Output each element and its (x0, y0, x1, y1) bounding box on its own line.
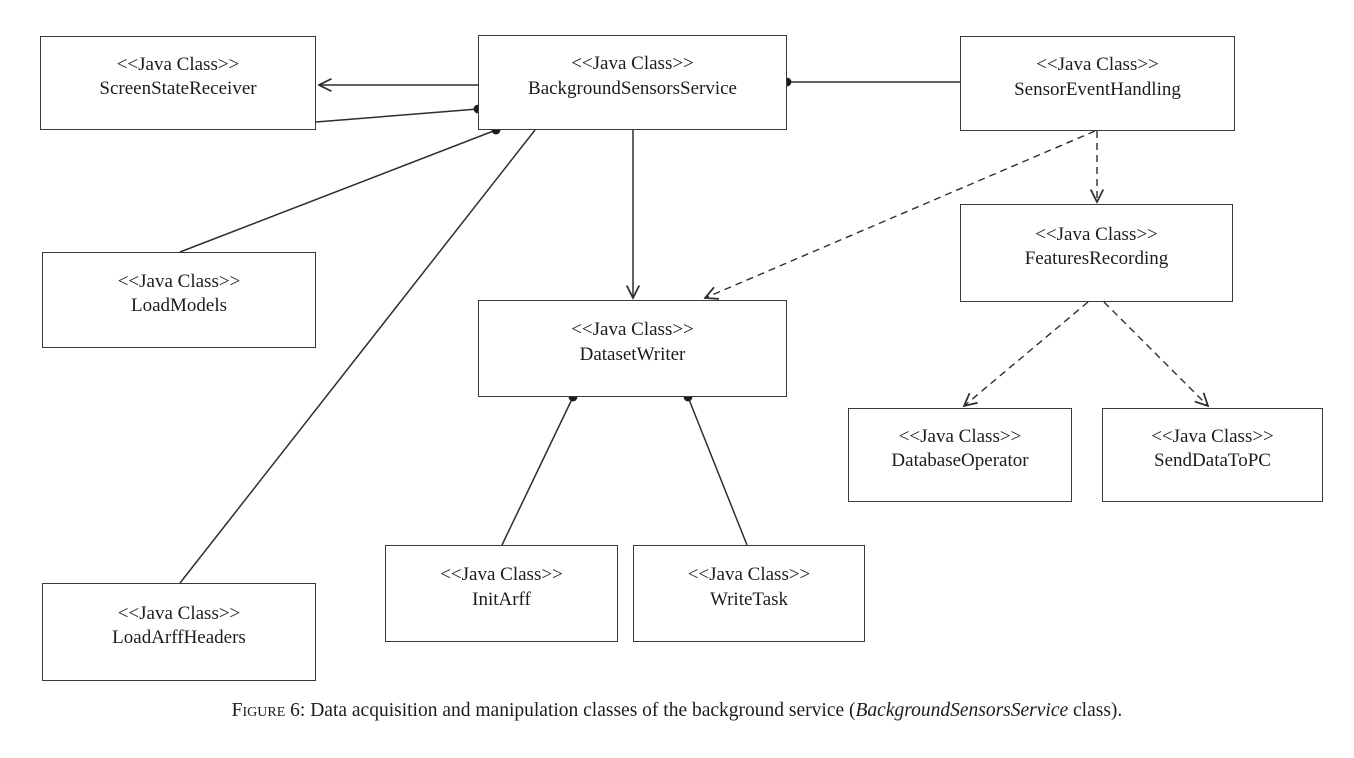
class-name: FeaturesRecording (1024, 248, 1169, 269)
class-name: SensorEventHandling (1014, 78, 1181, 100)
figure-label: Figure 6: (231, 700, 306, 721)
class-stereotype: <<Java Class>> (440, 564, 563, 586)
class-box-loadmodels: <<Java Class>> LoadModels (42, 252, 316, 348)
class-box-initarff: <<Java Class>> InitArff (385, 545, 618, 642)
edge-seh-to-datasetwriter-dashed-arrow (705, 130, 1096, 298)
class-box-sensoreventhandling: <<Java Class>> SensorEventHandling (960, 36, 1235, 131)
caption-emphasis: BackgroundSensorsService (855, 700, 1069, 721)
figure-caption: Figure 6: Data acquisition and manipulat… (0, 700, 1354, 722)
edge-fr-to-senddatatopc-dashed-arrow (1103, 301, 1208, 406)
class-name: WriteTask (709, 588, 789, 610)
class-stereotype: <<Java Class>> (687, 564, 811, 586)
class-box-screenstatereceiver: <<Java Class>> ScreenStateReceiver (40, 36, 316, 130)
edge-bss-to-loadmodels-dot (179, 125, 501, 253)
class-stereotype: <<Java Class>> (117, 270, 241, 292)
edge-bss-to-loadarffheaders (179, 129, 536, 584)
class-stereotype: <<Java Class>> (571, 53, 694, 75)
class-stereotype: <<Java Class>> (898, 425, 1022, 447)
class-box-writetask: <<Java Class>> WriteTask (633, 545, 865, 642)
edge-dw-to-initarff-dot (501, 392, 578, 546)
class-stereotype: <<Java Class>> (116, 53, 240, 75)
class-box-databaseoperator: <<Java Class>> DatabaseOperator (848, 408, 1072, 502)
class-stereotype: <<Java Class>> (1035, 223, 1158, 245)
class-stereotype: <<Java Class>> (571, 319, 694, 341)
class-name: DatabaseOperator (891, 450, 1029, 471)
class-name: ScreenStateReceiver (99, 78, 257, 99)
class-name: DatasetWriter (579, 343, 686, 365)
class-box-senddatatopc: <<Java Class>> SendDataToPC (1102, 408, 1323, 502)
caption-text-after: class). (1068, 700, 1123, 721)
class-stereotype: <<Java Class>> (1151, 425, 1274, 447)
class-stereotype: <<Java Class>> (117, 602, 241, 624)
class-name: InitArff (472, 588, 531, 610)
edge-dw-to-writetask-dot (683, 392, 748, 546)
class-name: BackgroundSensorsService (528, 77, 737, 99)
edge-bss-to-screenstatereceiver-dot (315, 104, 483, 123)
class-name: LoadArffHeaders (112, 627, 246, 648)
class-name: LoadModels (130, 295, 228, 316)
class-box-loadarffheaders: <<Java Class>> LoadArffHeaders (42, 583, 316, 681)
class-box-backgroundsensorsservice: <<Java Class>> BackgroundSensorsService (478, 35, 787, 130)
class-box-datasetwriter: <<Java Class>> DatasetWriter (478, 300, 787, 397)
class-stereotype: <<Java Class>> (1036, 54, 1159, 76)
class-box-featuresrecording: <<Java Class>> FeaturesRecording (960, 204, 1233, 302)
edge-fr-to-databaseoperator-dashed-arrow (964, 301, 1089, 406)
class-name: SendDataToPC (1154, 450, 1271, 471)
caption-text-before: Data acquisition and manipulation classe… (305, 700, 856, 721)
